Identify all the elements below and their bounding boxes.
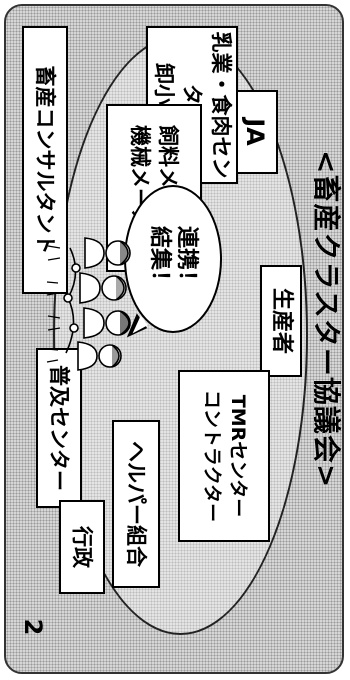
node-gyosei: 行政: [59, 500, 105, 594]
bubble-line-2: 結集！: [147, 225, 172, 292]
node-seisansha: 生産者: [260, 265, 302, 377]
people-group-icon: [46, 237, 131, 371]
node-ja: JA: [232, 90, 278, 174]
page-number: 2: [19, 618, 47, 636]
node-tmr-center: TMRセンター コントラクター: [178, 370, 270, 542]
diagram-title: <畜産クラスター協議会>: [310, 150, 343, 489]
bubble-line-1: 連携！: [174, 225, 200, 292]
node-helper-kumiai: ヘルパー組合: [112, 420, 160, 588]
